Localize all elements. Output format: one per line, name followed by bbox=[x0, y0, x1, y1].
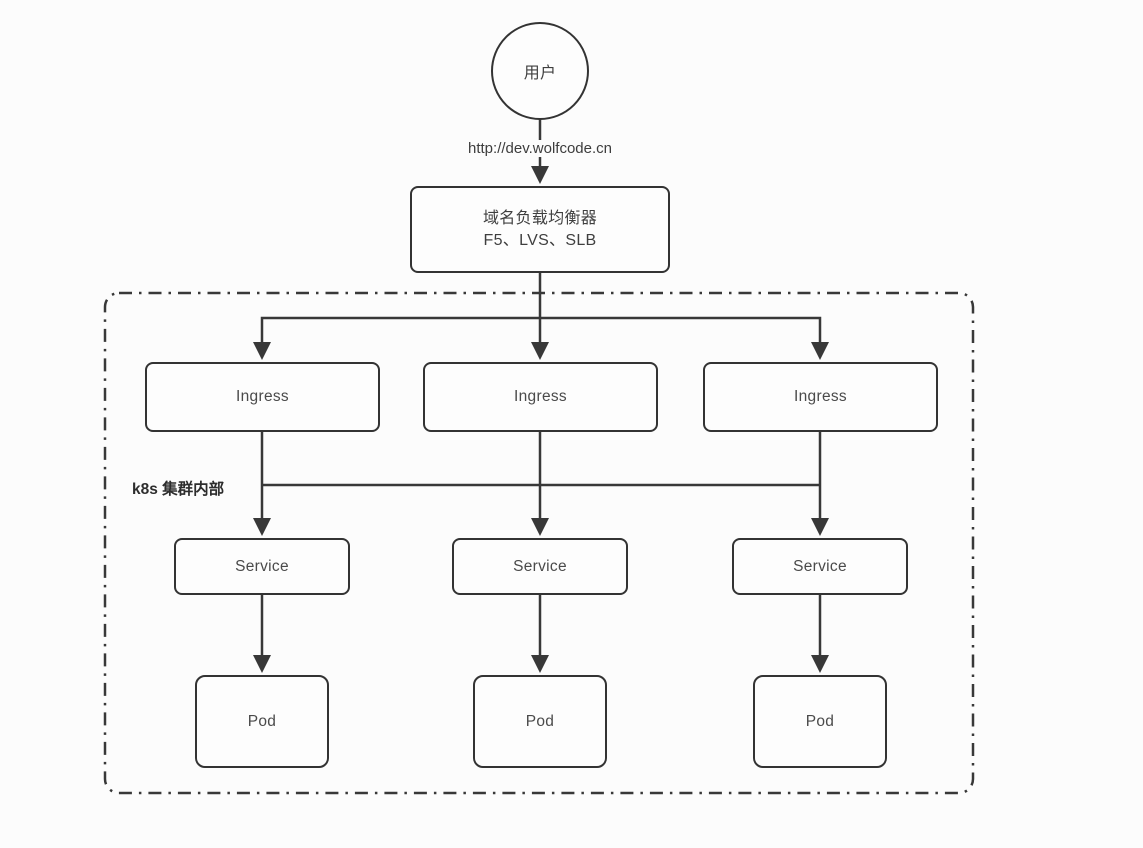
load-balancer-title: 域名负载均衡器 bbox=[482, 209, 598, 227]
ingress-node-3: Ingress bbox=[703, 362, 938, 432]
load-balancer-node: 域名负载均衡器 F5、LVS、SLB bbox=[410, 186, 670, 273]
service-node-2: Service bbox=[452, 538, 628, 595]
user-node-label: 用户 bbox=[523, 65, 557, 82]
ingress-node-3-label: Ingress bbox=[794, 388, 847, 405]
user-node: 用户 bbox=[491, 22, 589, 120]
pod-node-1-label: Pod bbox=[247, 712, 277, 730]
ingress-node-2: Ingress bbox=[423, 362, 658, 432]
arrowhead-into-service-1 bbox=[253, 518, 271, 536]
arrowhead-into-service-3 bbox=[811, 518, 829, 536]
pod-node-1: Pod bbox=[195, 675, 329, 768]
pod-node-3: Pod bbox=[753, 675, 887, 768]
service-node-1-label: Service bbox=[235, 557, 289, 575]
pod-node-3-label: Pod bbox=[805, 712, 835, 730]
load-balancer-subtitle: F5、LVS、SLB bbox=[483, 231, 597, 249]
edge-lb-branch-bar bbox=[260, 316, 822, 343]
pod-node-2: Pod bbox=[473, 675, 607, 768]
service-node-3: Service bbox=[732, 538, 908, 595]
arrowhead-into-ingress-1 bbox=[253, 342, 271, 360]
arrowhead-into-pod-1 bbox=[253, 655, 271, 673]
arrowhead-into-pod-3 bbox=[811, 655, 829, 673]
service-node-2-label: Service bbox=[513, 557, 567, 575]
service-node-3-label: Service bbox=[793, 557, 847, 575]
request-url-label: http://dev.wolfcode.cn bbox=[463, 140, 617, 157]
pod-node-2-label: Pod bbox=[525, 712, 555, 730]
arrowhead-into-pod-2 bbox=[531, 655, 549, 673]
k8s-cluster-label: k8s 集群内部 bbox=[132, 481, 225, 498]
ingress-node-2-label: Ingress bbox=[514, 388, 567, 405]
arrowhead-into-ingress-2 bbox=[531, 342, 549, 360]
ingress-node-1: Ingress bbox=[145, 362, 380, 432]
arrowhead-into-ingress-3 bbox=[811, 342, 829, 360]
service-node-1: Service bbox=[174, 538, 350, 595]
arrowhead-into-lb bbox=[531, 166, 549, 184]
arrowhead-into-service-2 bbox=[531, 518, 549, 536]
ingress-node-1-label: Ingress bbox=[236, 388, 289, 405]
